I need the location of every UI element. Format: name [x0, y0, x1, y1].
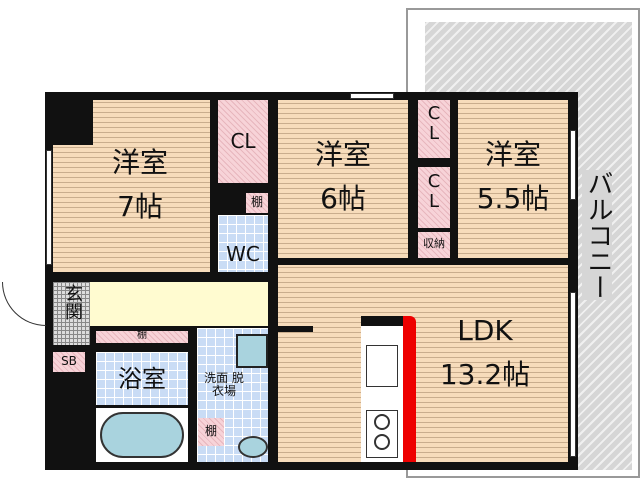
shelf-wash: [198, 418, 224, 446]
shoe-box: [53, 352, 85, 372]
closet-mid-label: C L: [427, 171, 441, 212]
entrance-label: 玄関: [62, 284, 83, 320]
ldk-name: LDK: [457, 314, 513, 347]
wc-label: WC: [226, 242, 260, 266]
column: [53, 100, 93, 145]
hallway: [90, 282, 268, 326]
entrance: [53, 282, 90, 345]
wc: [218, 215, 268, 272]
room-western-5-5-size: 5.5帖: [476, 182, 550, 215]
closet-top: [418, 100, 450, 158]
bathtub-icon: [100, 412, 184, 458]
closet-left: [218, 100, 268, 183]
room-western-7-size: 7帖: [117, 190, 163, 223]
partition-wall: [268, 326, 313, 332]
bathroom-label: 浴室: [118, 365, 166, 393]
washing-machine-icon: [236, 334, 268, 368]
shelf-wash-label: 棚: [204, 424, 217, 438]
room-western-5-5: [458, 100, 568, 258]
shoe-box-label: SB: [61, 354, 77, 368]
burner-icon: [374, 434, 390, 450]
window: [46, 150, 52, 265]
sink-icon: [366, 345, 398, 387]
entrance-door[interactable]: [2, 282, 46, 326]
shelf-wc: [246, 193, 268, 213]
room-western-6-size: 6帖: [320, 182, 366, 215]
burner-icon: [374, 414, 390, 430]
room-western-5-5-name: 洋室: [484, 138, 541, 171]
washroom-label: 洗面 脱衣場: [204, 371, 244, 399]
balcony-label: バルコニー: [582, 170, 613, 300]
closet-mid: [418, 167, 450, 228]
shelf-hall-label: 棚: [137, 330, 147, 341]
closet-top-label: C L: [427, 103, 441, 144]
shelf-hall: [96, 331, 188, 343]
room-western-6: [278, 100, 408, 258]
window: [350, 93, 394, 99]
window: [570, 292, 576, 457]
bathroom: [96, 352, 188, 405]
storage-label: 収納: [423, 237, 445, 250]
kitchen-accent: [403, 316, 416, 462]
window: [570, 130, 576, 200]
ldk: [278, 265, 568, 462]
room-western-7-name: 洋室: [111, 146, 168, 179]
shelf-wc-label: 棚: [250, 195, 263, 209]
stove-icon: [366, 410, 398, 458]
washbasin-icon: [238, 436, 268, 458]
room-western-6-name: 洋室: [314, 138, 371, 171]
storage: [418, 232, 450, 258]
ldk-size: 13.2帖: [439, 358, 531, 391]
closet-left-label: CL: [230, 129, 256, 153]
